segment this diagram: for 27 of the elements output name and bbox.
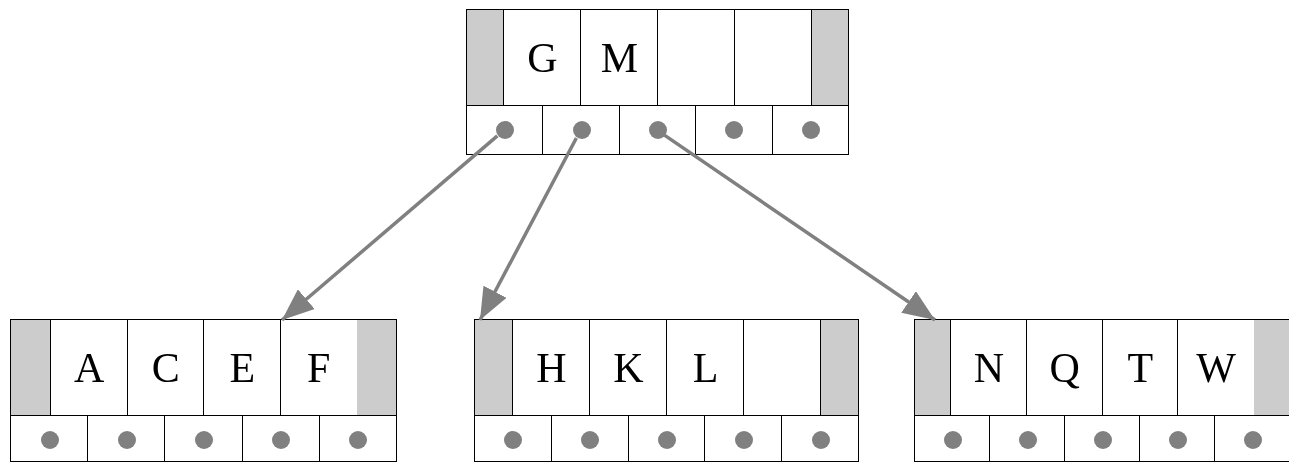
end-cap xyxy=(10,319,51,416)
end-cap xyxy=(914,319,951,416)
end-cap xyxy=(1253,319,1289,416)
empty-slot xyxy=(657,9,735,106)
key-slot: F xyxy=(279,319,357,416)
key-slot: T xyxy=(1101,319,1179,416)
end-cap xyxy=(811,9,849,106)
key-slot: C xyxy=(126,319,204,416)
btree-node xyxy=(10,320,396,462)
key-slot: M xyxy=(580,9,658,106)
btree-node xyxy=(914,320,1289,462)
end-cap xyxy=(820,319,859,416)
end-cap xyxy=(474,319,513,416)
arrow xyxy=(663,133,936,322)
empty-slot xyxy=(743,319,821,416)
key-slot: W xyxy=(1177,319,1254,416)
end-cap xyxy=(356,319,397,416)
key-slot: Q xyxy=(1025,319,1103,416)
empty-slot xyxy=(734,9,812,106)
end-cap xyxy=(466,9,504,106)
arrow xyxy=(280,134,499,322)
btree-node xyxy=(466,10,848,155)
key-slot: K xyxy=(589,319,667,416)
arrow xyxy=(478,137,578,321)
key-slot: E xyxy=(203,319,281,416)
key-slot: L xyxy=(666,319,744,416)
btree-node xyxy=(474,320,858,462)
